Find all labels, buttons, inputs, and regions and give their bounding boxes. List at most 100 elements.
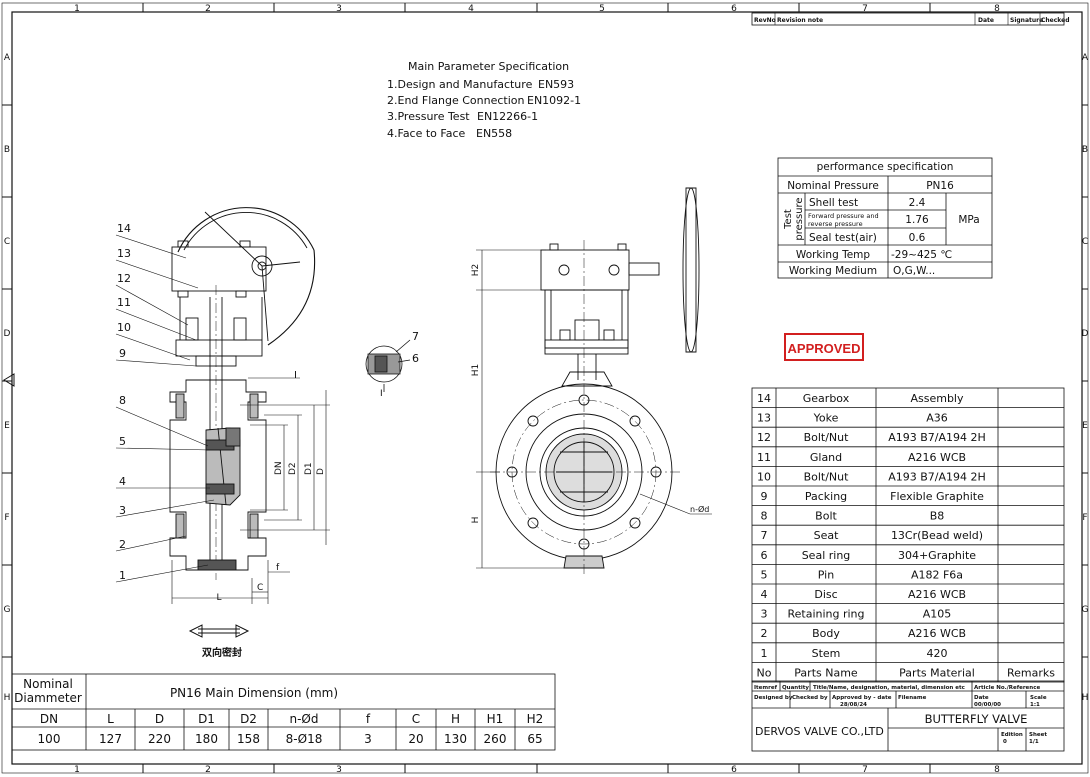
tb-checked: Checked by	[792, 695, 828, 701]
row-label: C	[1082, 237, 1088, 247]
tb-sheet-val: 1/1	[1029, 739, 1039, 745]
dimension-table	[11, 673, 556, 751]
column-ticks	[2, 3, 1088, 773]
dim-value: 130	[444, 732, 467, 746]
callout-2: 2	[119, 538, 126, 551]
part-name: Bolt/Nut	[804, 470, 850, 483]
dim-nd-label: n-Ød	[690, 504, 709, 514]
part-material: 304+Graphite	[898, 549, 976, 562]
callout-9: 9	[119, 347, 126, 360]
part-no: 4	[761, 588, 768, 601]
part-name: Seat	[814, 529, 839, 542]
col-label: 8	[994, 4, 1000, 14]
callout-13: 13	[117, 247, 131, 260]
tb-edition: Edition	[1001, 732, 1023, 738]
part-no: 8	[761, 510, 768, 523]
part-material: A36	[926, 412, 948, 425]
callout-14: 14	[117, 222, 131, 235]
part-name: Packing	[805, 490, 847, 503]
dim-header: H1	[487, 712, 504, 726]
col-label: 6	[731, 765, 737, 775]
part-name: Yoke	[813, 412, 839, 425]
part-name: Retaining ring	[787, 608, 864, 621]
callout-11: 11	[117, 296, 131, 309]
parameter-spec: Main Parameter Specification 1.Design an…	[387, 60, 581, 140]
dim-DN: DN	[274, 461, 284, 475]
spec-title: Main Parameter Specification	[408, 60, 569, 73]
svg-text:Date: Date	[978, 17, 994, 24]
front-view	[476, 187, 712, 575]
dim-header: D2	[240, 712, 257, 726]
dim-header: D	[155, 712, 164, 726]
svg-text:Signature: Signature	[1010, 17, 1043, 24]
tb-company: DERVOS VALVE CO.,LTD	[755, 725, 884, 738]
detail-mark: I	[380, 389, 383, 399]
dim-value: 180	[195, 732, 218, 746]
part-no: 9	[761, 490, 768, 503]
tb-product: BUTTERFLY VALVE	[925, 712, 1028, 726]
parts-table	[751, 387, 1065, 683]
perf-medium-label: Working Medium	[789, 265, 877, 277]
perf-temp-value: -29~425 ℃	[891, 249, 952, 261]
part-no: 10	[757, 470, 771, 483]
tb-approved: Approved by - date	[832, 695, 892, 701]
callout-8: 8	[119, 394, 126, 407]
performance-table	[777, 157, 993, 279]
parts-header-no: No	[757, 666, 772, 679]
perf-forward-value: 1.76	[905, 214, 929, 226]
part-name: Bolt/Nut	[804, 431, 850, 444]
row-label: G	[1082, 605, 1089, 615]
parts-header-material: Parts Material	[899, 666, 975, 679]
callout-1: 1	[119, 569, 126, 582]
perf-forward-label: reverse pressure	[808, 220, 863, 228]
dim-value: 158	[237, 732, 260, 746]
part-no: 14	[757, 392, 771, 405]
callout-4: 4	[119, 475, 126, 488]
dim-header: f	[366, 712, 371, 726]
dim-H1-label: H1	[471, 364, 481, 377]
part-name: Gland	[810, 451, 842, 464]
callout-12: 12	[117, 272, 131, 285]
detail-ref: I	[294, 370, 297, 381]
part-name: Disc	[814, 588, 837, 601]
perf-nominal-label: Nominal Pressure	[787, 180, 879, 192]
sectional-view	[115, 207, 330, 604]
dim-value: 3	[364, 732, 372, 746]
spec-item: 1.Design and Manufacture	[387, 78, 533, 91]
part-material: B8	[930, 510, 945, 523]
row-label: E	[4, 421, 10, 431]
part-name: Seal ring	[802, 549, 851, 562]
perf-shell-label: Shell test	[809, 197, 858, 209]
part-no: 7	[761, 529, 768, 542]
perf-test-group: Testpressure	[783, 197, 805, 240]
part-no: 6	[761, 549, 768, 562]
dim-header: C	[412, 712, 420, 726]
dim-header: n-Ød	[290, 712, 319, 726]
row-label: C	[4, 237, 10, 247]
part-material: Assembly	[910, 392, 964, 405]
revision-header: RevNo Revision note Date Signature Check…	[751, 12, 1070, 26]
callout-3: 3	[119, 504, 126, 517]
tb-title-name: Title/Name, designation, material, dimen…	[813, 685, 965, 691]
callout-10: 10	[117, 321, 131, 334]
perf-title: performance specification	[817, 161, 954, 173]
bidirectional-caption: 双向密封	[202, 646, 242, 659]
svg-text:Revision note: Revision note	[777, 17, 823, 24]
row-label: G	[4, 605, 11, 615]
dim-D: D	[316, 468, 326, 475]
col-label: 3	[336, 4, 342, 14]
dim-value: 127	[99, 732, 122, 746]
row-label: A	[1082, 53, 1089, 63]
row-label: B	[1082, 145, 1088, 155]
dim-header: D1	[198, 712, 215, 726]
tb-itemref: Itemref	[754, 685, 778, 691]
col-label: 2	[205, 4, 211, 14]
part-name: Pin	[818, 568, 834, 581]
perf-unit: MPa	[958, 214, 979, 226]
dim-L: L	[216, 593, 221, 603]
part-no: 3	[761, 608, 768, 621]
part-name: Gearbox	[803, 392, 850, 405]
parts-header-name: Parts Name	[794, 666, 858, 679]
dim-value: 260	[484, 732, 507, 746]
part-no: 2	[761, 627, 768, 640]
